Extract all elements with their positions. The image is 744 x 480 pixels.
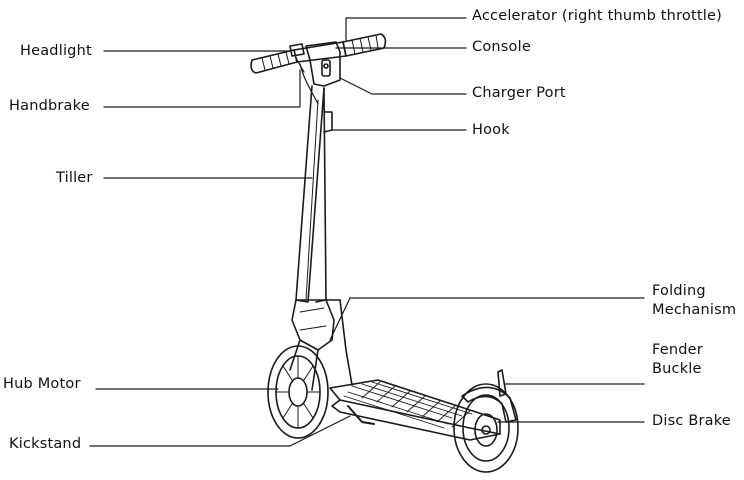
folding-mechanism-shape [291, 299, 353, 386]
label-handbrake: Handbrake [9, 98, 90, 114]
rear-wheel [453, 383, 519, 473]
tiller-stem [295, 85, 333, 303]
label-folding-line1: Folding [652, 283, 706, 299]
label-headlight: Headlight [20, 43, 92, 59]
label-charger-port: Charger Port [472, 85, 566, 101]
deck [329, 379, 501, 441]
label-hook: Hook [472, 122, 510, 138]
leader-lines [89, 17, 645, 447]
console-head [289, 41, 341, 87]
label-fender-line1: Fender [652, 342, 703, 358]
label-accelerator: Accelerator (right thumb throttle) [472, 8, 722, 24]
kickstand-shape [347, 405, 375, 425]
label-folding-line2: Mechanism [652, 302, 737, 318]
label-console: Console [472, 39, 531, 55]
label-kickstand: Kickstand [9, 436, 82, 452]
front-wheel [267, 345, 329, 439]
handlebar [250, 33, 387, 74]
label-hub-motor: Hub Motor [3, 376, 81, 392]
label-disc-brake: Disc Brake [652, 413, 731, 429]
label-tiller: Tiller [56, 170, 93, 186]
label-fender-line2: Buckle [652, 361, 702, 377]
